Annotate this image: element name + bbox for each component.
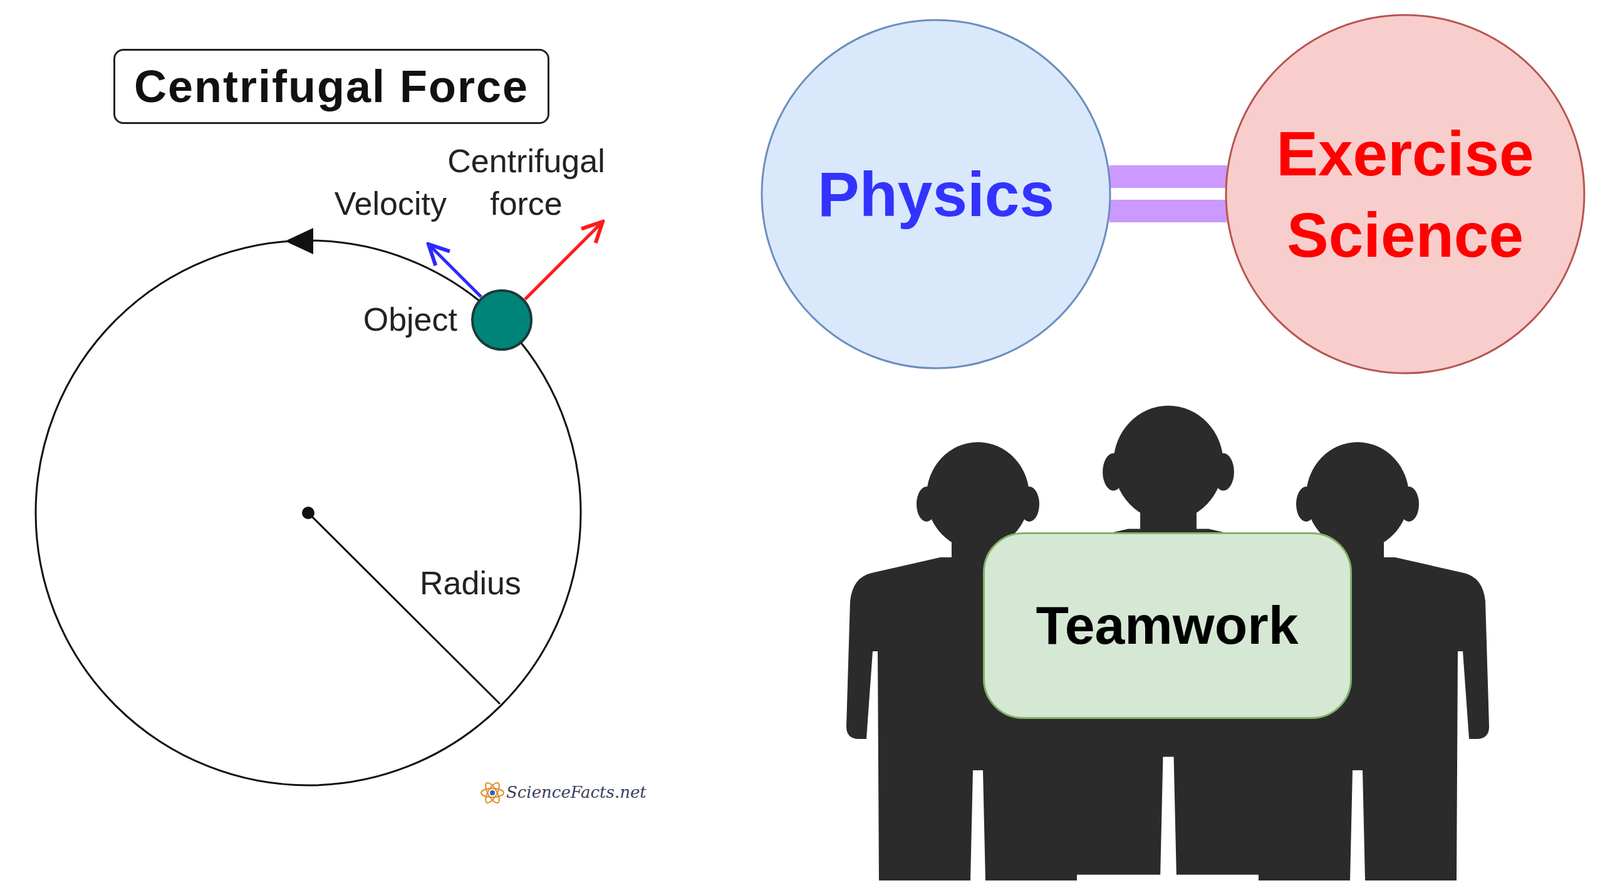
topic-circle: Exercise Science: [1224, 13, 1586, 375]
node-text-group: Exercise Science: [1254, 112, 1556, 276]
force-arrow: [524, 221, 603, 300]
radius-line: [308, 513, 500, 705]
orbit-circle: [35, 240, 581, 786]
node-text-group: Physics: [779, 153, 1093, 235]
object-ball: [472, 290, 532, 350]
topic-circle: Physics: [760, 18, 1112, 370]
atom-orbit: [483, 781, 502, 806]
watermark-logo: [481, 781, 504, 806]
node-text-group: Teamwork: [1036, 590, 1299, 661]
node-label: Physics: [779, 153, 1093, 235]
annotation-label: Radius: [419, 562, 522, 606]
annotation-label: Velocity: [334, 182, 447, 226]
atom-orbit: [481, 788, 504, 798]
atom-core: [489, 790, 495, 796]
connector-bar: [1109, 165, 1228, 188]
velocity-arrow: [428, 244, 482, 297]
equals-connector: [1109, 176, 1228, 212]
annotation-label: Object: [363, 298, 458, 342]
circle-fill: [761, 20, 1111, 369]
node-label: Teamwork: [1036, 590, 1299, 661]
atom-orbit: [483, 781, 502, 806]
direction-arrowhead: [285, 228, 314, 255]
title-box: Centrifugal Force: [113, 48, 550, 125]
circle-fill: [1225, 15, 1585, 374]
annotation-label: Centrifugal force: [422, 140, 630, 225]
diagram-title: Centrifugal Force: [134, 61, 529, 112]
circle-outline: [1224, 13, 1586, 375]
connector-bar: [1109, 199, 1228, 223]
watermark-text: ScienceFacts.net: [506, 783, 647, 803]
label-box: Teamwork: [982, 532, 1352, 720]
node-label: Exercise Science: [1254, 112, 1556, 276]
